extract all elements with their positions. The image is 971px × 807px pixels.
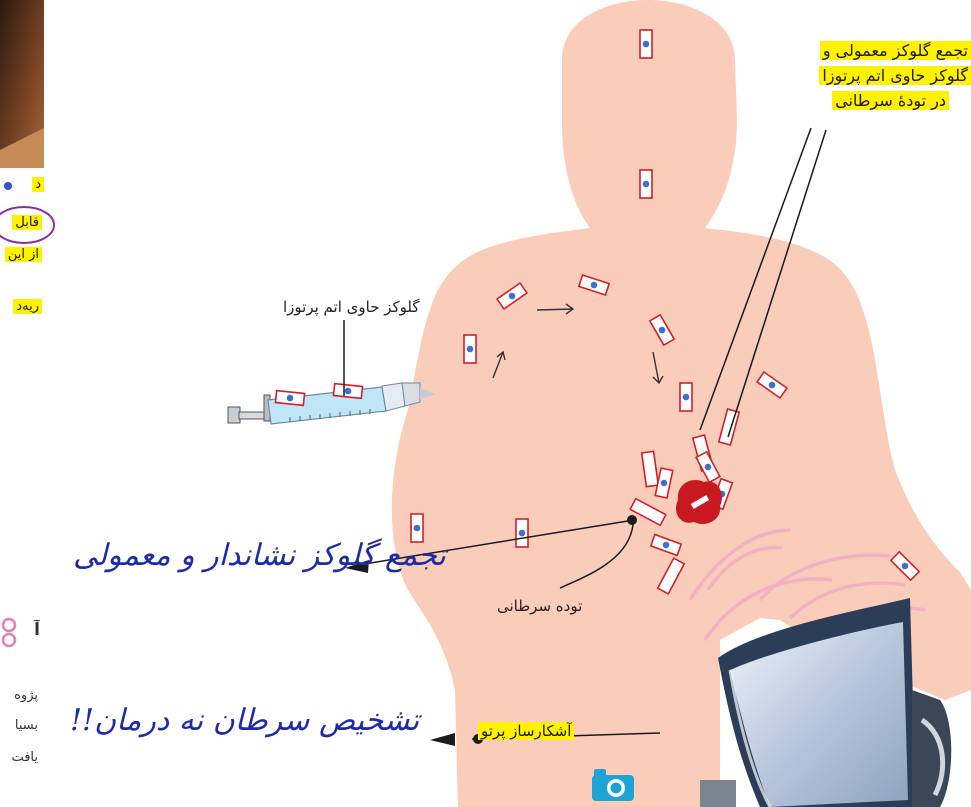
snippet-line6: پژوه bbox=[0, 688, 38, 703]
snippet-line2: قابل bbox=[0, 214, 42, 232]
snippet-line8: یافت bbox=[0, 750, 38, 765]
tumor-pointer-dot bbox=[627, 515, 637, 525]
tumor-mass bbox=[676, 480, 722, 524]
snippet-line3: از این bbox=[0, 246, 42, 264]
snippet-line7: بسیا bbox=[0, 718, 38, 733]
accumulation-line1: تجمع گلوکز معمولی و bbox=[820, 41, 971, 60]
syringe-label: گلوکز حاوی اتم پرتوزا bbox=[283, 298, 420, 316]
tumor-label: توده سرطانی bbox=[497, 597, 582, 615]
glucose-note: تجمع گلوکز نشاندار و معمولی bbox=[73, 538, 446, 573]
bullet-dot bbox=[4, 182, 12, 190]
detector-label: آشکارساز پرتو bbox=[478, 721, 574, 741]
diagnosis-note: تشخیص سرطان نه درمان!! bbox=[70, 703, 419, 738]
section-icon-top bbox=[3, 619, 15, 631]
snippet-line1: د bbox=[20, 176, 44, 194]
snippet-line5: آ bbox=[18, 620, 40, 640]
accumulation-line3: در تودهٔ سرطانی bbox=[832, 91, 949, 110]
snippet-line4: ریه‌د bbox=[0, 298, 42, 316]
camera-icon[interactable] bbox=[590, 767, 636, 803]
diagnosis-arrowhead bbox=[430, 733, 455, 746]
syringe-icon bbox=[228, 383, 436, 424]
section-icon-bottom bbox=[3, 634, 15, 646]
accumulation-line2: گلوکز حاوی اتم پرتوزا bbox=[819, 66, 971, 85]
accumulation-label: تجمع گلوکز معمولی و گلوکز حاوی اتم پرتوز… bbox=[819, 38, 971, 113]
